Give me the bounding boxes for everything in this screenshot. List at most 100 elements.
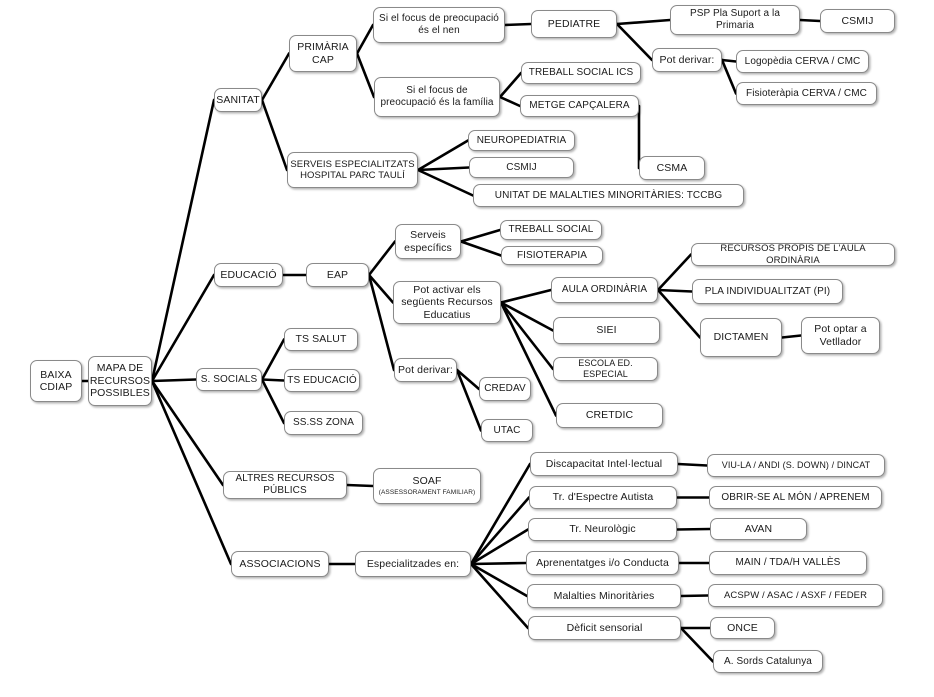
node-label: TREBALL SOCIAL ICS [528, 67, 634, 79]
edge-serveis-esp-taulí-to-neuropediatria [416, 139, 470, 172]
edge-serveis-especifics-to-fisioterapia [459, 240, 503, 257]
node-label: ACSPW / ASAC / ASXF / FEDER [723, 589, 868, 601]
node-label: TS EDUCACIÓ [287, 374, 357, 386]
node-label: AVAN [744, 522, 773, 535]
node-primaria-cap: PRIMÀRIA CAP [289, 35, 357, 72]
node-credav: CREDAV [479, 377, 531, 401]
edge-s-socials-to-ts-educacio [260, 378, 286, 382]
node-label: MAIN / TDA/H VALLÈS [735, 557, 841, 569]
node-pediatre: PEDIATRE [531, 10, 617, 38]
node-serveis-especifics: Serveis específics [395, 224, 461, 259]
node-label: Si el focus de preocupació és el nen [379, 13, 499, 36]
edge-malalties-to-acspw [679, 594, 710, 598]
node-label: SIEI [596, 324, 617, 337]
node-label: SOAF [412, 475, 442, 488]
node-acspw: ACSPW / ASAC / ASXF / FEDER [708, 584, 883, 607]
node-label: SANITAT [216, 93, 260, 106]
node-baixa-cdiap: BAIXA CDIAP [30, 360, 82, 402]
edge-sanitat-to-primaria-cap [260, 52, 291, 102]
edge-pot-activar-to-siei [499, 301, 555, 332]
node-unitat-malalties: UNITAT DE MALALTIES MINORITÀRIES: TCCBG [473, 184, 744, 207]
edge-mapa-recursos-to-s-socials [150, 378, 198, 383]
node-label: BAIXA CDIAP [39, 368, 73, 393]
node-label: VIU-LA / ANDI (S. DOWN) / DINCAT [721, 460, 871, 471]
node-label: SS.SS ZONA [292, 417, 354, 429]
edge-mapa-recursos-to-altres-recursos [150, 379, 225, 487]
edge-pot-activar-to-escola-ed-especial [499, 301, 555, 371]
edge-especialitzades-to-espectre-autista [469, 496, 531, 566]
edge-discapacitat-to-viu-la [676, 462, 709, 467]
node-label: AULA ORDINÀRIA [561, 284, 648, 296]
node-label: S. SOCIALS [200, 373, 258, 385]
node-educacio: EDUCACIÓ [214, 263, 283, 287]
edge-deficit-sensorial-to-sords-catalunya [679, 626, 715, 663]
node-sanitat: SANITAT [214, 88, 262, 112]
edge-dictamen-to-pot-optar-vetllador [780, 334, 803, 339]
edge-especialitzades-to-neurologic [469, 528, 530, 566]
edge-sanitat-to-serveis-esp-taulí [260, 98, 289, 172]
node-label: UTAC [493, 424, 521, 436]
node-fisioterapia: FISIOTERAPIA [501, 246, 603, 265]
edge-pot-activar-to-aula-ordinaria [499, 288, 553, 304]
node-label: CSMIJ [506, 161, 537, 173]
node-label: NEUROPEDIATRIA [476, 134, 567, 146]
node-label: Serveis específics [404, 229, 452, 254]
node-main-tdah: MAIN / TDA/H VALLÈS [709, 551, 867, 575]
node-label: OBRIR-SE AL MÓN / APRENEM [721, 491, 870, 503]
edge-pediatre-to-psp [615, 18, 672, 26]
node-cretdic: CRETDIC [556, 403, 663, 428]
node-label: EDUCACIÓ [220, 268, 277, 281]
node-focus-familia: Si el focus de preocupació és la família [374, 77, 500, 117]
node-label: Tr. Neurològic [569, 523, 636, 536]
node-label: Si el focus de preocupació és la família [380, 85, 494, 108]
node-obrir-se: OBRIR-SE AL MÓN / APRENEM [709, 486, 882, 509]
node-serveis-esp-taulí: SERVEIS ESPECIALITZATS HOSPITAL PARC TAU… [287, 152, 418, 188]
node-avan: AVAN [710, 518, 807, 540]
edge-s-socials-to-ssss-zona [260, 378, 286, 425]
node-label: EAP [326, 268, 349, 281]
node-deficit-sensorial: Dèficit sensorial [528, 616, 681, 640]
node-fisioterapia-cerva: Fisioteràpia CERVA / CMC [736, 82, 877, 105]
node-label: ONCE [727, 621, 758, 634]
edge-eap-to-pot-derivar-edu [367, 273, 396, 372]
node-label: METGE CAPÇALERA [529, 100, 630, 112]
node-label: Fisioteràpia CERVA / CMC [746, 87, 867, 99]
node-neurologic: Tr. Neurològic [528, 518, 677, 541]
edge-serveis-esp-taulí-to-csmij-tauli [416, 166, 471, 172]
edge-neurologic-to-avan [675, 527, 712, 531]
edge-eap-to-pot-activar [367, 273, 395, 304]
node-siei: SIEI [553, 317, 660, 344]
node-label: ESCOLA ED. ESPECIAL [578, 358, 633, 379]
node-label: Pot derivar: [398, 363, 453, 376]
node-utac: UTAC [481, 419, 533, 442]
edge-pot-derivar-edu-to-utac [455, 368, 483, 432]
node-sords-catalunya: A. Sords Catalunya [713, 650, 823, 673]
node-label: CREDAV [484, 383, 526, 395]
node-viu-la: VIU-LA / ANDI (S. DOWN) / DINCAT [707, 454, 885, 477]
node-sublabel: (ASSESSORAMENT FAMILIAR) [378, 488, 476, 496]
node-ssss-zona: SS.SS ZONA [284, 411, 363, 435]
edge-pot-derivar-san-to-logopedia-cerva [720, 58, 738, 63]
node-label: PEDIATRE [547, 17, 601, 30]
node-treball-social-ics: TREBALL SOCIAL ICS [521, 62, 641, 84]
node-label: Tr. d'Espectre Autista [552, 491, 654, 504]
node-pot-activar: Pot activar els següents Recursos Educat… [393, 281, 501, 324]
node-pla-individualitzat: PLA INDIVIDUALITZAT (PI) [692, 279, 843, 304]
node-label: CRETDIC [585, 409, 634, 422]
edge-aula-ordinaria-to-recursos-propis [656, 253, 693, 292]
edge-especialitzades-to-deficit-sensorial [469, 562, 530, 630]
node-label: FISIOTERAPIA [516, 249, 588, 261]
node-label: RECURSOS PROPIS DE L'AULA ORDINÀRIA [720, 243, 866, 266]
edge-serveis-esp-taulí-to-unitat-malalties [416, 168, 475, 197]
edge-s-socials-to-ts-salut [260, 338, 286, 381]
node-recursos-propis: RECURSOS PROPIS DE L'AULA ORDINÀRIA [691, 243, 895, 266]
node-aula-ordinaria: AULA ORDINÀRIA [551, 277, 658, 303]
node-escola-ed-especial: ESCOLA ED. ESPECIAL [553, 357, 658, 381]
node-csma: CSMA [639, 156, 705, 180]
node-pot-derivar-san: Pot derivar: [652, 48, 722, 72]
node-aprenentatges: Aprenentatges i/o Conducta [526, 551, 679, 575]
node-label: Dèficit sensorial [566, 621, 643, 634]
node-s-socials: S. SOCIALS [196, 368, 262, 391]
node-label: Malalties Minoritàries [553, 589, 655, 602]
